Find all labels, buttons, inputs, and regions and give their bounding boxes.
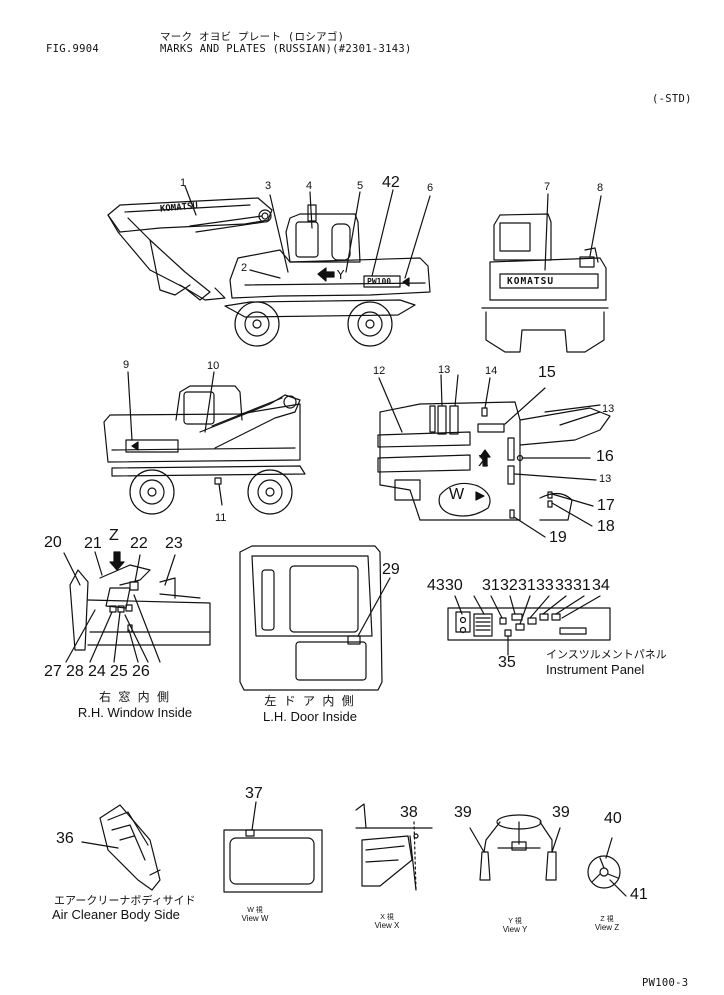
view-x-caption-jp: X 視	[380, 914, 394, 921]
callout-26: 26	[132, 663, 150, 680]
callout-25: 25	[110, 663, 128, 680]
callout-8: 8	[597, 182, 604, 194]
callout-13-lower: 13	[599, 473, 612, 485]
callout-13-right: 13	[602, 403, 615, 415]
view-w-caption-jp: W 視	[247, 907, 263, 914]
callout-33-b: 33	[555, 577, 573, 594]
callout-12: 12	[373, 365, 386, 377]
air-cleaner-caption: Air Cleaner Body Side	[52, 907, 180, 922]
instrument-panel-diagram	[447, 595, 611, 656]
callout-9: 9	[123, 359, 130, 371]
instrument-panel-caption: Instrument Panel	[546, 662, 645, 677]
callout-22: 22	[130, 535, 148, 552]
callout-11: 11	[215, 512, 227, 524]
callout-35: 35	[498, 654, 516, 671]
callout-31-c: 31	[573, 577, 591, 594]
page-footer-code: PW100-3	[642, 977, 689, 989]
callout-5: 5	[357, 180, 364, 192]
excavator-lh-view	[103, 371, 306, 515]
callout-20: 20	[44, 534, 62, 551]
callout-40: 40	[604, 810, 622, 827]
callout-21: 21	[84, 535, 102, 552]
callout-2: 2	[241, 262, 248, 274]
callout-27: 27	[44, 663, 62, 680]
view-x-marker: X	[478, 453, 489, 470]
view-x-diagram	[355, 803, 433, 891]
view-z-caption: View Z	[594, 923, 620, 932]
rh-window-caption: R.H. Window Inside	[77, 705, 193, 720]
callout-24: 24	[88, 663, 106, 680]
callout-37: 37	[245, 785, 263, 802]
callout-18: 18	[597, 518, 615, 535]
callout-1: 1	[180, 177, 187, 189]
callout-14: 14	[485, 365, 498, 377]
callout-4: 4	[306, 180, 313, 192]
view-x-caption: View X	[374, 921, 400, 930]
callout-6: 6	[427, 182, 434, 194]
callout-33-a: 33	[536, 577, 554, 594]
callout-43: 43	[427, 577, 445, 594]
pw100-plate: PW100	[367, 277, 392, 286]
callout-15: 15	[538, 364, 556, 381]
rh-window-inside-diagram	[63, 551, 211, 663]
view-w-diagram	[223, 801, 323, 893]
callout-31-b: 31	[518, 577, 536, 594]
view-z-caption-jp: Z 視	[600, 916, 614, 923]
title-japanese: マーク オヨビ プレート (ロシアゴ)	[160, 31, 345, 43]
view-z-marker: Z	[109, 527, 119, 544]
figure-number: FIG.9904	[46, 43, 99, 55]
instrument-panel-caption-jp: インスツルメントパネル	[546, 649, 667, 661]
callout-39-right: 39	[552, 804, 570, 821]
callout-3: 3	[265, 180, 272, 192]
callout-28: 28	[66, 663, 84, 680]
excavator-rear-view	[481, 193, 609, 353]
callout-39-left: 39	[454, 804, 472, 821]
callout-32: 32	[500, 577, 518, 594]
lh-door-caption-jp: 左 ド ア 内 側	[264, 694, 356, 708]
arrow-y-label: Y	[337, 268, 345, 282]
title: MARKS AND PLATES (RUSSIAN)(#2301-3143)	[160, 43, 412, 55]
view-z-diagram	[587, 837, 627, 897]
callout-42: 42	[382, 174, 400, 191]
callout-36: 36	[56, 830, 74, 847]
spec-label: (-STD)	[652, 93, 692, 105]
callout-19: 19	[549, 529, 567, 546]
callout-16: 16	[596, 448, 614, 465]
rh-window-caption-jp: 右 窓 内 側	[98, 690, 171, 704]
callout-10: 10	[207, 360, 220, 372]
view-w-caption: View W	[241, 914, 269, 923]
callout-17: 17	[597, 497, 615, 514]
view-w-marker: W	[449, 486, 465, 503]
air-cleaner-diagram	[81, 804, 161, 891]
lh-door-caption: L.H. Door Inside	[263, 709, 357, 724]
lh-door-inside-diagram	[239, 545, 391, 691]
view-y-caption-jp: Y 視	[508, 918, 522, 925]
air-cleaner-caption-jp: エアークリーナボディサイド	[54, 895, 196, 907]
callout-38: 38	[400, 804, 418, 821]
callout-41: 41	[630, 886, 648, 903]
komatsu-rear-plate: KOMATSU	[507, 276, 555, 287]
view-y-diagram	[469, 814, 561, 881]
callout-34: 34	[592, 577, 610, 594]
callout-23: 23	[165, 535, 183, 552]
callout-7: 7	[544, 181, 551, 193]
callout-30: 30	[445, 577, 463, 594]
excavator-side-view	[107, 185, 431, 347]
view-y-caption: View Y	[502, 925, 528, 934]
callout-31-a: 31	[482, 577, 500, 594]
callout-13-top: 13	[438, 364, 451, 376]
callout-29: 29	[382, 561, 400, 578]
excavator-top-view	[377, 374, 611, 538]
